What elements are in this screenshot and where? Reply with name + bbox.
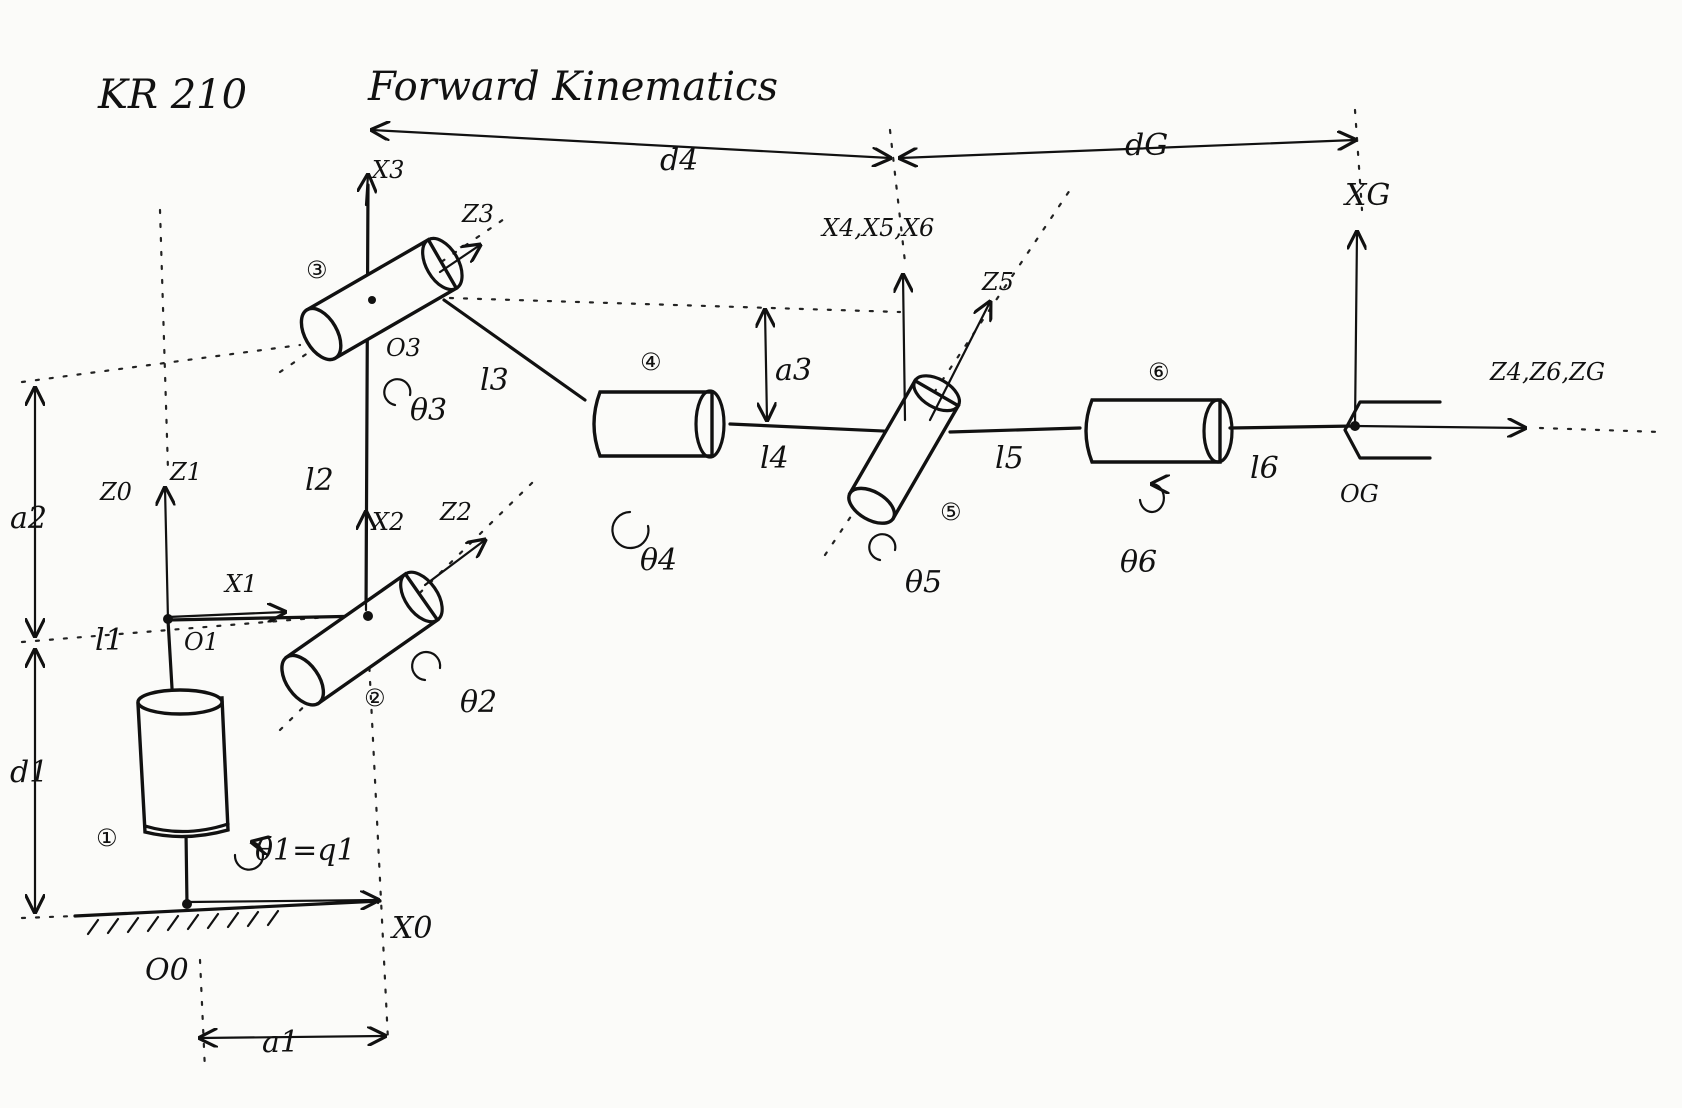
joint-2-label: ②	[364, 684, 386, 712]
main-title: Forward Kinematics	[367, 64, 778, 110]
axis-labels: Z0 Z1 X1 X0 X2 Z2 X3 Z3 X4,X5,X6 Z5 XG Z…	[99, 156, 1605, 946]
link-1-label: l1	[95, 623, 124, 658]
z2-label: Z2	[439, 498, 472, 526]
joint-6-label: ⑥	[1148, 358, 1170, 386]
theta-4-label: θ4	[640, 543, 677, 578]
joint-3-label: ③	[306, 256, 328, 284]
x2-label: X2	[370, 508, 404, 536]
origin-points	[163, 296, 1360, 909]
joint-5-cylinder	[847, 374, 961, 525]
link-6-label: l6	[1250, 451, 1279, 486]
x0-label: X0	[390, 911, 432, 946]
z46g-label: Z4,Z6,ZG	[1489, 358, 1605, 386]
gripper	[1343, 400, 1442, 460]
z5-label: Z5	[981, 268, 1014, 296]
a1-label: a1	[262, 1025, 299, 1060]
dimension-labels: d1 a1 a2 a3 d4 dG	[10, 128, 1168, 1060]
rotation-marks	[233, 378, 1164, 871]
joint-numbers: ① ② ③ ④ ⑤ ⑥	[96, 256, 1170, 852]
joint-6-cylinder	[1084, 398, 1234, 464]
xg-label: XG	[1343, 178, 1390, 213]
d4-label: d4	[660, 143, 698, 178]
z3-label: Z3	[461, 200, 494, 228]
link-4-label: l4	[760, 441, 789, 476]
origin-labels: O0 O1 O3 OG	[145, 334, 1379, 988]
a2-label: a2	[10, 501, 47, 536]
link-labels: l1 l2 l3 l4 l5 l6	[95, 363, 1279, 658]
dg-label: dG	[1125, 128, 1168, 163]
link-5-label: l5	[995, 441, 1024, 476]
z0-label: Z0	[99, 478, 132, 506]
joint-4-cylinder	[592, 389, 726, 459]
ground	[73, 899, 382, 936]
x1-label: X1	[223, 570, 257, 598]
theta-2-label: θ2	[460, 685, 497, 720]
a3-label: a3	[775, 353, 812, 388]
origin-1-label: O1	[184, 628, 219, 656]
origin-3-label: O3	[386, 334, 421, 362]
joint-3-cylinder	[299, 236, 464, 362]
theta-3-label: θ3	[410, 393, 447, 428]
axis-arrows	[35, 130, 1525, 1038]
joint-5-label: ⑤	[940, 498, 962, 526]
d1-label: d1	[10, 755, 48, 790]
joint-1-cylinder	[136, 688, 230, 839]
model-title: KR 210	[97, 72, 247, 118]
joint-2-cylinder	[280, 570, 444, 707]
origin-0-label: O0	[145, 953, 189, 988]
x3-label: X3	[370, 156, 404, 184]
joint-1-label: ①	[96, 824, 118, 852]
theta-6-label: θ6	[1120, 545, 1157, 580]
angle-labels: θ1=q1 θ2 θ3 θ4 θ5 θ6	[255, 393, 1157, 868]
joint-4-label: ④	[640, 348, 662, 376]
origin-g-label: OG	[1340, 480, 1379, 508]
link-3-label: l3	[480, 363, 509, 398]
theta-1-label: θ1=q1	[255, 833, 356, 868]
theta-5-label: θ5	[905, 565, 942, 600]
z1-label: Z1	[169, 458, 202, 486]
x456-label: X4,X5,X6	[820, 214, 934, 242]
link-2-label: l2	[305, 463, 334, 498]
